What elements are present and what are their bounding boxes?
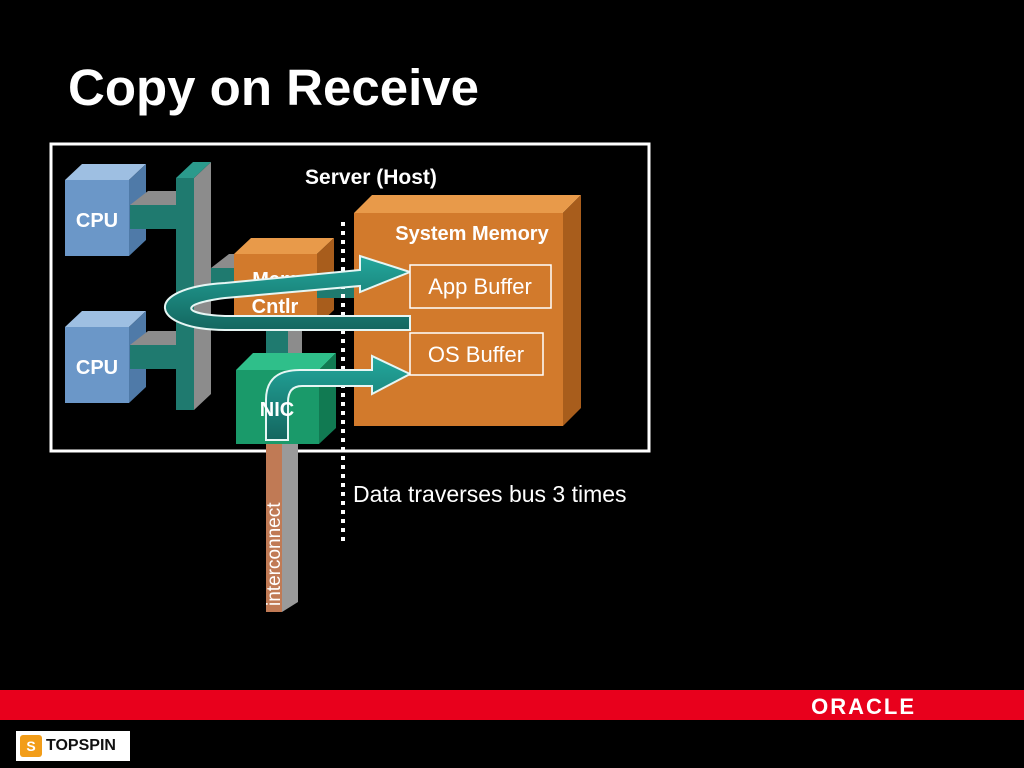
topspin-logo-text: TOPSPIN — [46, 737, 116, 754]
app-buffer-box — [409, 264, 552, 309]
server-host-box — [49, 142, 651, 453]
cpu-bottom-box — [65, 311, 176, 403]
copy-on-receive-diagram: Server (Host) interconnect System Memory… — [49, 142, 651, 612]
oracle-logo: ORACLE — [811, 694, 916, 719]
topspin-logo: S TOPSPIN — [16, 731, 130, 761]
topspin-mark-icon: S — [20, 735, 42, 757]
cpu-bottom-label: CPU — [76, 357, 118, 379]
footer-red-bar — [0, 690, 1024, 720]
interconnect-label: interconnect — [264, 502, 285, 606]
nic-to-os-buffer-arrow — [265, 354, 413, 441]
cpu-top-box — [65, 164, 176, 256]
nic-label: NIC — [260, 399, 294, 421]
memory-controller-label-2: Cntlr — [252, 296, 299, 318]
system-memory-label: System Memory — [395, 223, 549, 245]
slide-title: Copy on Receive — [68, 59, 479, 116]
system-memory-box — [354, 195, 581, 426]
os-buffer-label: OS Buffer — [428, 342, 524, 367]
server-host-label: Server (Host) — [305, 166, 437, 189]
app-buffer-label: App Buffer — [428, 274, 532, 299]
copy-loop-arrow — [164, 254, 413, 331]
cpu-top-label: CPU — [76, 210, 118, 232]
os-buffer-box — [409, 332, 544, 376]
bus-traversal-caption: Data traverses bus 3 times — [353, 481, 627, 507]
interconnect-cable — [266, 428, 298, 612]
